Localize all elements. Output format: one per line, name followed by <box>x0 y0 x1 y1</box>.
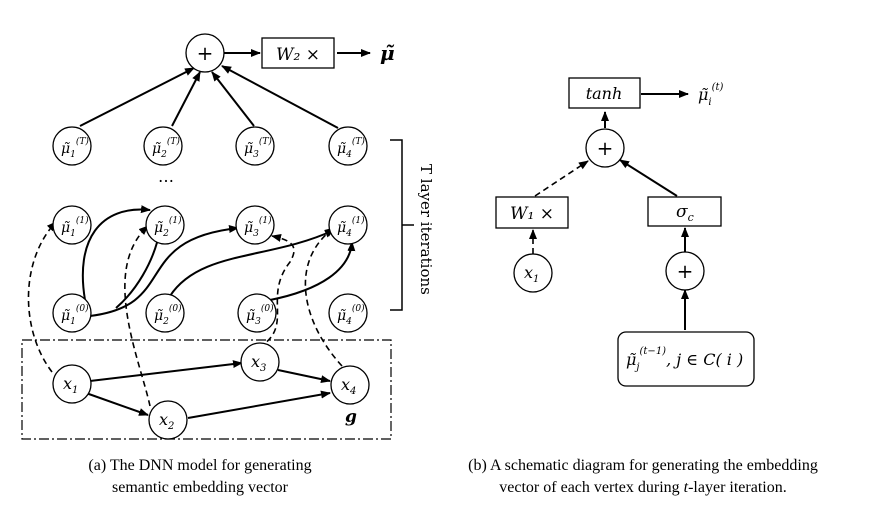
w1-box: W₁ × <box>495 196 569 229</box>
svg-text:tanh: tanh <box>586 84 623 103</box>
mid-node-1: μ̃1(1) <box>52 205 92 245</box>
svg-text:μ̃4(1): μ̃4(1) <box>337 215 365 239</box>
plus-node-b-top: + <box>585 128 625 168</box>
caption-b-line2: vector of each vertex during t-layer ite… <box>499 479 786 496</box>
plus-node-a: + <box>185 33 225 73</box>
svg-text:W₂ ×: W₂ × <box>276 45 320 65</box>
panel-b: tanh μ̃i(t) + W₁ × σc x1 + μ̃j(t−1), j ∈… <box>468 77 818 496</box>
panel-a: + W₂ × μ̃ μ̃1(T) μ̃2(T) μ̃3(T) μ̃4(T) … <box>21 33 435 496</box>
x-node-4: x4 <box>330 365 370 405</box>
svg-text:μ̃2(0): μ̃2(0) <box>154 303 182 327</box>
svg-text:μ̃2(T): μ̃2(T) <box>152 136 180 160</box>
svg-text:μ̃1(1): μ̃1(1) <box>61 215 89 239</box>
x-node-b: x1 <box>513 253 553 293</box>
svg-text:μ̃4(T): μ̃4(T) <box>337 136 365 160</box>
graph-g-label: g <box>345 407 357 427</box>
bottom-node-4: μ̃4(0) <box>328 293 368 333</box>
top-node-2: μ̃2(T) <box>143 126 183 166</box>
top-node-3: μ̃3(T) <box>235 126 275 166</box>
svg-text:x2: x2 <box>159 410 174 432</box>
svg-text:+: + <box>597 136 614 160</box>
x-node-2: x2 <box>148 400 188 440</box>
svg-text:σc: σc <box>676 202 694 224</box>
x-node-3: x3 <box>240 342 280 382</box>
caption-a-line1: (a) The DNN model for generating <box>88 457 311 474</box>
svg-text:μ̃3(0): μ̃3(0) <box>246 303 274 327</box>
svg-text:+: + <box>197 41 214 65</box>
svg-text:x1: x1 <box>63 374 78 396</box>
svg-text:μ̃2(1): μ̃2(1) <box>154 215 182 239</box>
sigma-box: σc <box>647 196 722 227</box>
mid-node-4: μ̃4(1) <box>328 205 368 245</box>
ellipsis: … <box>158 167 174 186</box>
svg-text:x3: x3 <box>251 352 266 374</box>
iterations-bracket <box>390 139 414 311</box>
svg-text:μ̃3(T): μ̃3(T) <box>244 136 272 160</box>
svg-text:x4: x4 <box>341 375 356 397</box>
graph-g-box <box>21 339 392 440</box>
mid-node-3: μ̃3(1) <box>235 205 275 245</box>
svg-text:μ̃j(t−1), j ∈ C( i ): μ̃j(t−1), j ∈ C( i ) <box>626 346 743 373</box>
tanh-box: tanh <box>568 77 641 109</box>
svg-text:W₁ ×: W₁ × <box>510 204 554 224</box>
svg-text:+: + <box>677 259 694 283</box>
caption-b-line1: (b) A schematic diagram for generating t… <box>468 457 818 474</box>
x-node-1: x1 <box>52 364 92 404</box>
caption-a-line2: semantic embedding vector <box>112 479 289 496</box>
bottom-node-3: μ̃3(0) <box>237 293 277 333</box>
bottom-node-2: μ̃2(0) <box>145 293 185 333</box>
top-node-1: μ̃1(T) <box>52 126 92 166</box>
svg-text:μ̃4(0): μ̃4(0) <box>337 303 365 327</box>
iterations-label: T layer iterations <box>417 164 435 295</box>
plus-node-b-bottom: + <box>665 251 705 291</box>
svg-text:μ̃1(T): μ̃1(T) <box>61 136 89 160</box>
svg-text:x1: x1 <box>524 263 539 285</box>
svg-text:μ̃1(0): μ̃1(0) <box>61 303 89 327</box>
output-mu-i: μ̃i(t) <box>698 82 724 108</box>
neighbor-embedding-box: μ̃j(t−1), j ∈ C( i ) <box>617 331 755 387</box>
top-node-4: μ̃4(T) <box>328 126 368 166</box>
output-mu: μ̃ <box>380 41 395 65</box>
mid-node-2: μ̃2(1) <box>145 205 185 245</box>
w2-box: W₂ × <box>261 37 335 69</box>
bottom-node-1: μ̃1(0) <box>52 293 92 333</box>
svg-text:μ̃3(1): μ̃3(1) <box>244 215 272 239</box>
